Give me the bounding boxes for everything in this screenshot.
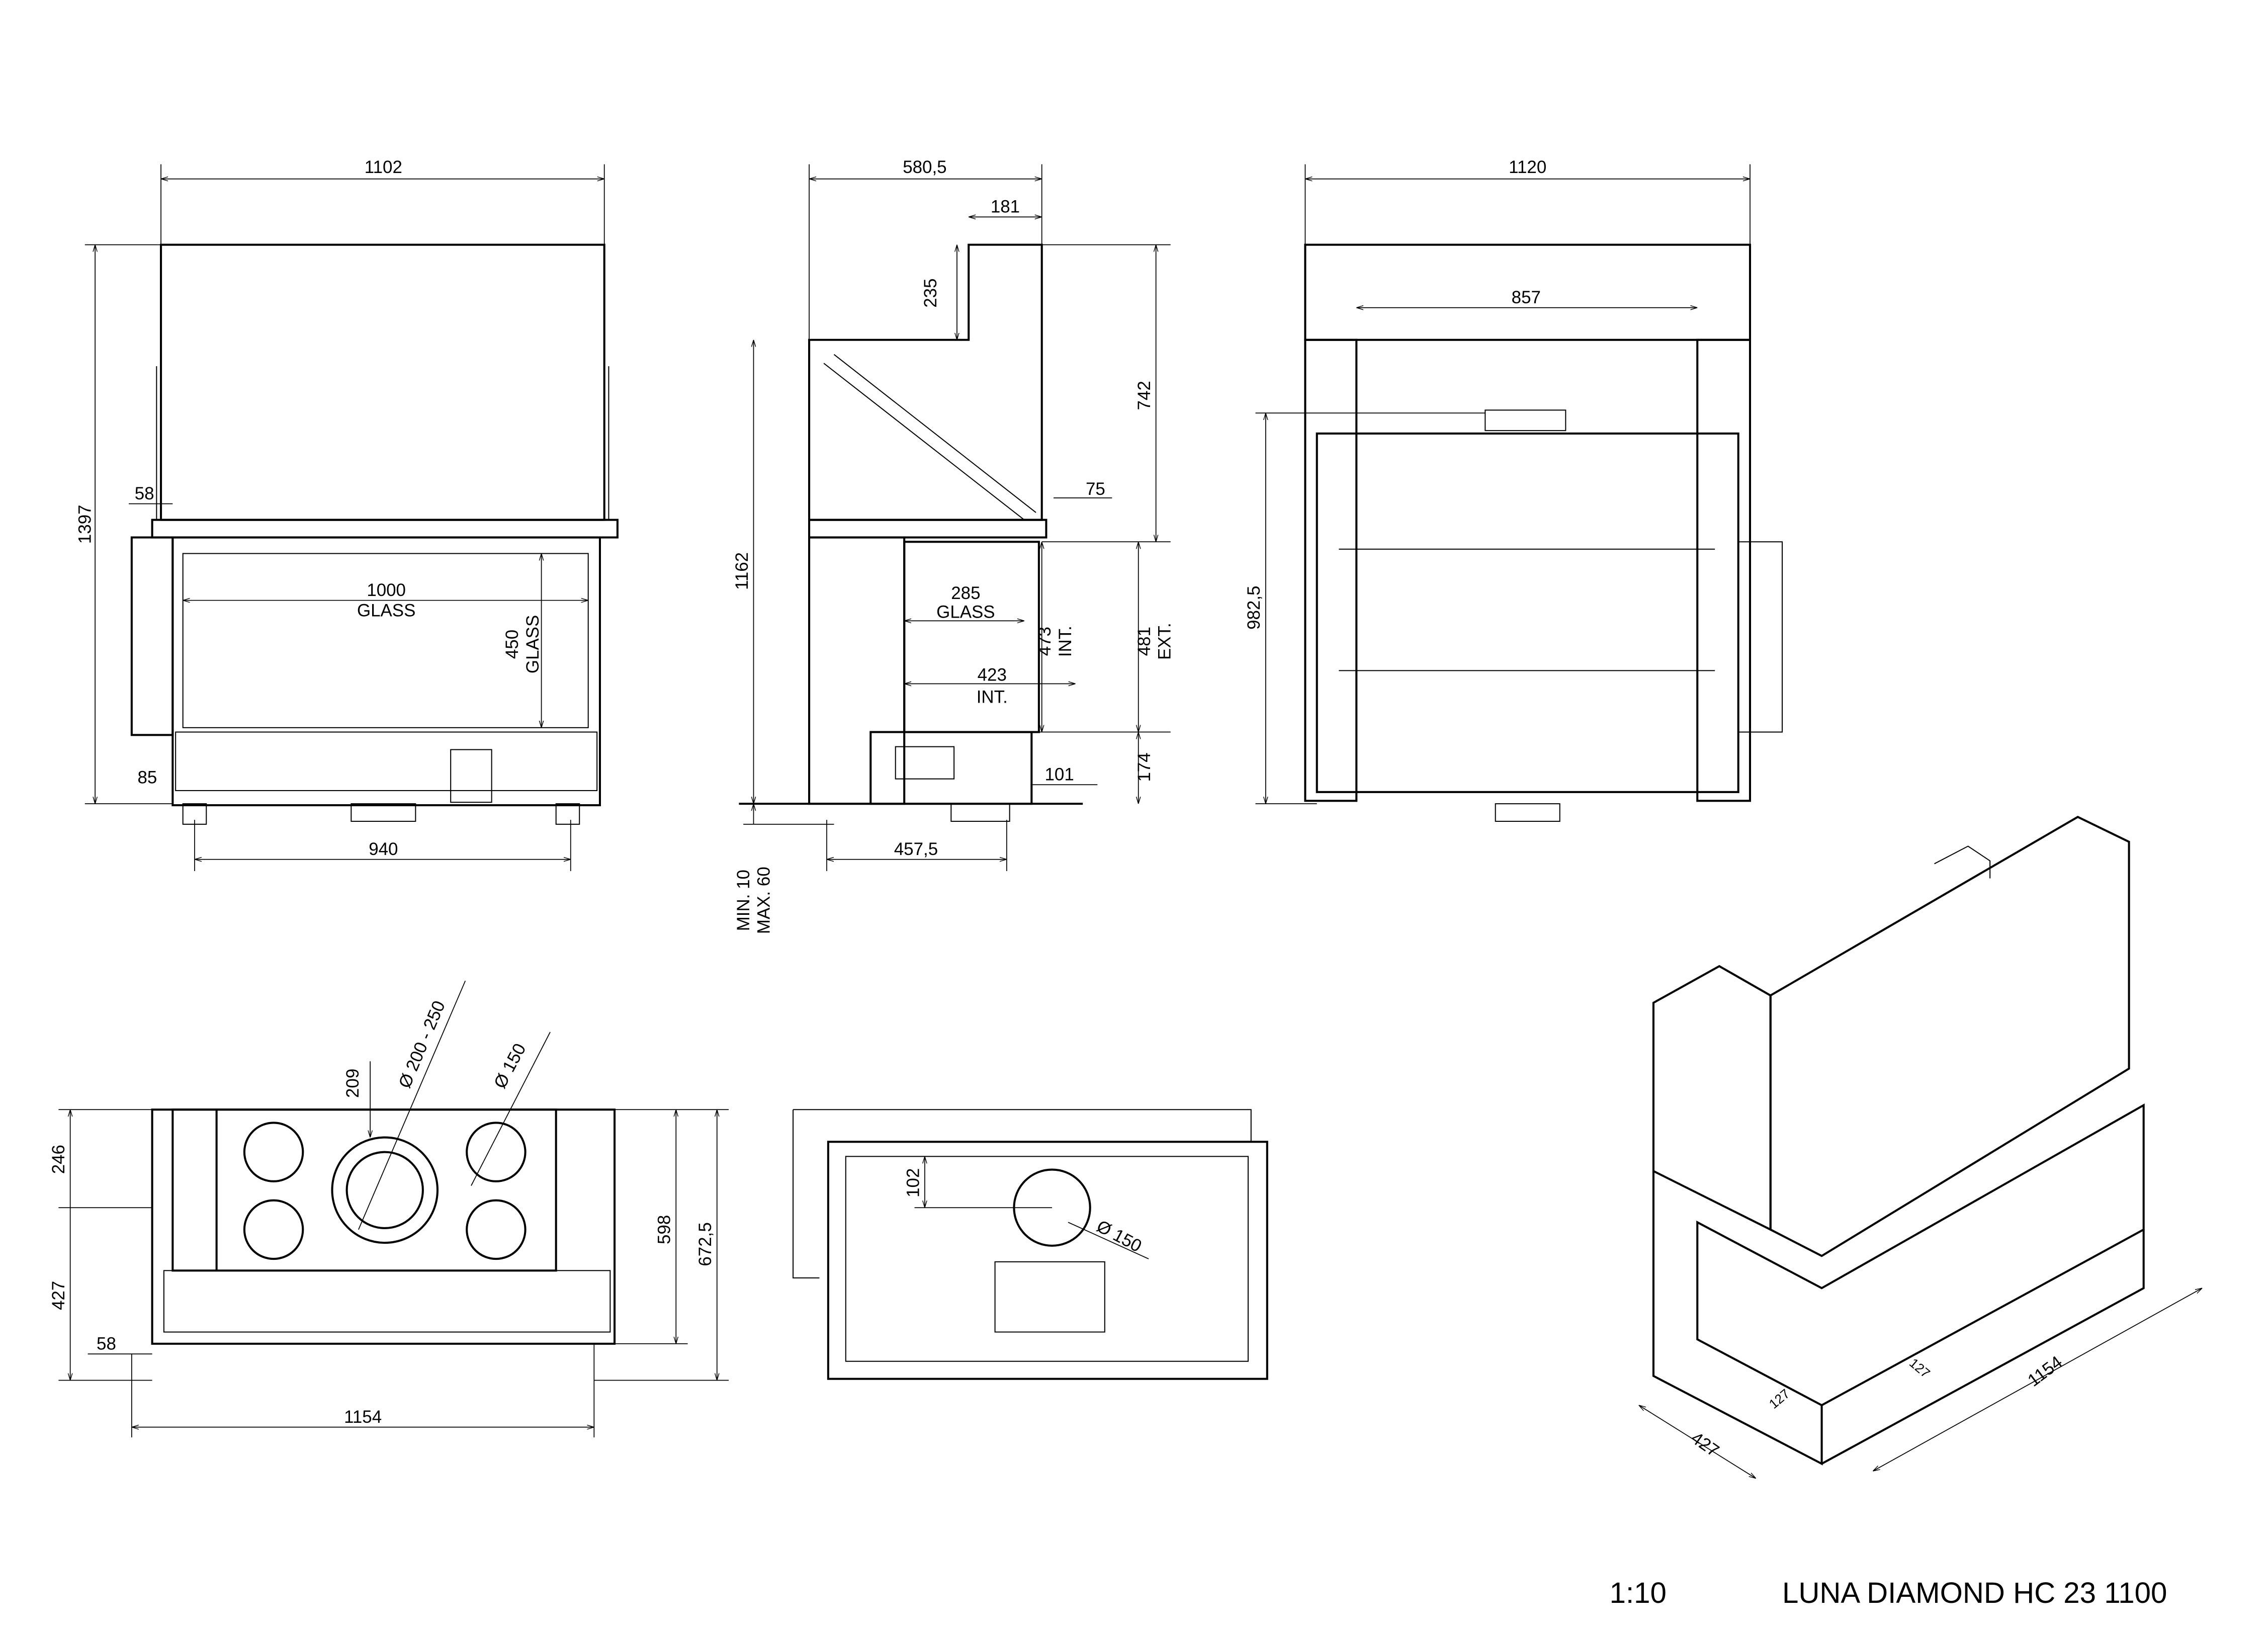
- front-view: 1102 1397 58 85 940 1000 GLASS 450 GLASS: [75, 157, 619, 871]
- dim-top-depth-total: 672,5: [695, 1222, 715, 1266]
- dim-front-side-offset: 58: [135, 484, 154, 503]
- drawing-scale: 1:10: [1610, 1577, 1667, 1609]
- dim-iso-width: 1154: [2024, 1352, 2066, 1390]
- dim-rear-height: 982,5: [1244, 586, 1264, 630]
- dim-side-ext-label: EXT.: [1155, 623, 1175, 660]
- dim-bottom-air-diameter: Ø 150: [1093, 1216, 1145, 1256]
- dim-side-int-height: 473: [1035, 627, 1055, 656]
- dim-side-int-label: INT.: [977, 687, 1008, 707]
- top-view: Ø 200 - 250 Ø 150 209 246 427 58 1154 59…: [49, 980, 729, 1438]
- dim-side-upper: 742: [1135, 381, 1154, 410]
- dim-side-step: 181: [991, 197, 1020, 217]
- dim-top-rear-depth: 246: [49, 1145, 68, 1174]
- dim-glass-width-label: GLASS: [357, 601, 415, 621]
- dim-side-int-width: 423: [978, 665, 1007, 685]
- dim-side-glass: 285: [951, 583, 980, 603]
- dim-rear-inner: 857: [1512, 288, 1541, 307]
- bottom-view: 102 Ø 150: [793, 1109, 1268, 1380]
- dim-side-feet: 457,5: [894, 839, 938, 859]
- dim-side-step-height: 235: [921, 279, 940, 308]
- dim-side-base: 174: [1135, 752, 1154, 782]
- dim-iso-frame-a: 127: [1766, 1386, 1793, 1412]
- dim-iso-depth: 427: [1688, 1428, 1723, 1461]
- dim-top-flue-distance: 209: [343, 1069, 363, 1098]
- dim-side-depth: 580,5: [903, 157, 946, 177]
- dim-iso-frame-b: 127: [1906, 1355, 1933, 1381]
- dim-front-height: 1397: [75, 505, 95, 544]
- dim-glass-width: 1000: [367, 580, 406, 600]
- dim-adjust-min: MIN. 10: [734, 870, 753, 931]
- rear-view: 1120 857 982,5: [1244, 157, 1783, 822]
- dim-front-base: 85: [138, 767, 157, 787]
- dim-top-flue-diameter: Ø 200 - 250: [395, 998, 449, 1091]
- dim-side-ext-height: 481: [1135, 627, 1154, 656]
- dim-top-depth: 598: [655, 1215, 674, 1244]
- drawing-title: LUNA DIAMOND HC 23 1100: [1782, 1577, 2167, 1609]
- dim-glass-height-label: GLASS: [523, 615, 543, 673]
- dim-top-front-depth: 427: [49, 1281, 68, 1310]
- dim-adjust-max: MAX. 60: [754, 867, 773, 934]
- dim-side-base-offset: 101: [1045, 765, 1074, 785]
- dim-front-width: 1102: [365, 157, 402, 177]
- dim-top-total-width: 1154: [344, 1407, 382, 1427]
- dim-bottom-offset: 102: [903, 1168, 923, 1197]
- side-view: 580,5 181 235 742 75 1162 285 GLASS 423 …: [732, 157, 1175, 934]
- dim-side-int-height-label: INT.: [1056, 626, 1075, 657]
- dim-top-side-offset: 58: [97, 1334, 116, 1353]
- dim-side-glass-label: GLASS: [936, 603, 995, 622]
- dim-glass-height: 450: [502, 630, 522, 659]
- dim-rear-width: 1120: [1509, 157, 1546, 177]
- iso-view: 427 1154 127 127: [1639, 816, 2202, 1478]
- dim-side-body-height: 1162: [732, 552, 752, 590]
- dim-front-feet: 940: [369, 839, 398, 859]
- dim-side-flue-offset: 75: [1086, 479, 1105, 499]
